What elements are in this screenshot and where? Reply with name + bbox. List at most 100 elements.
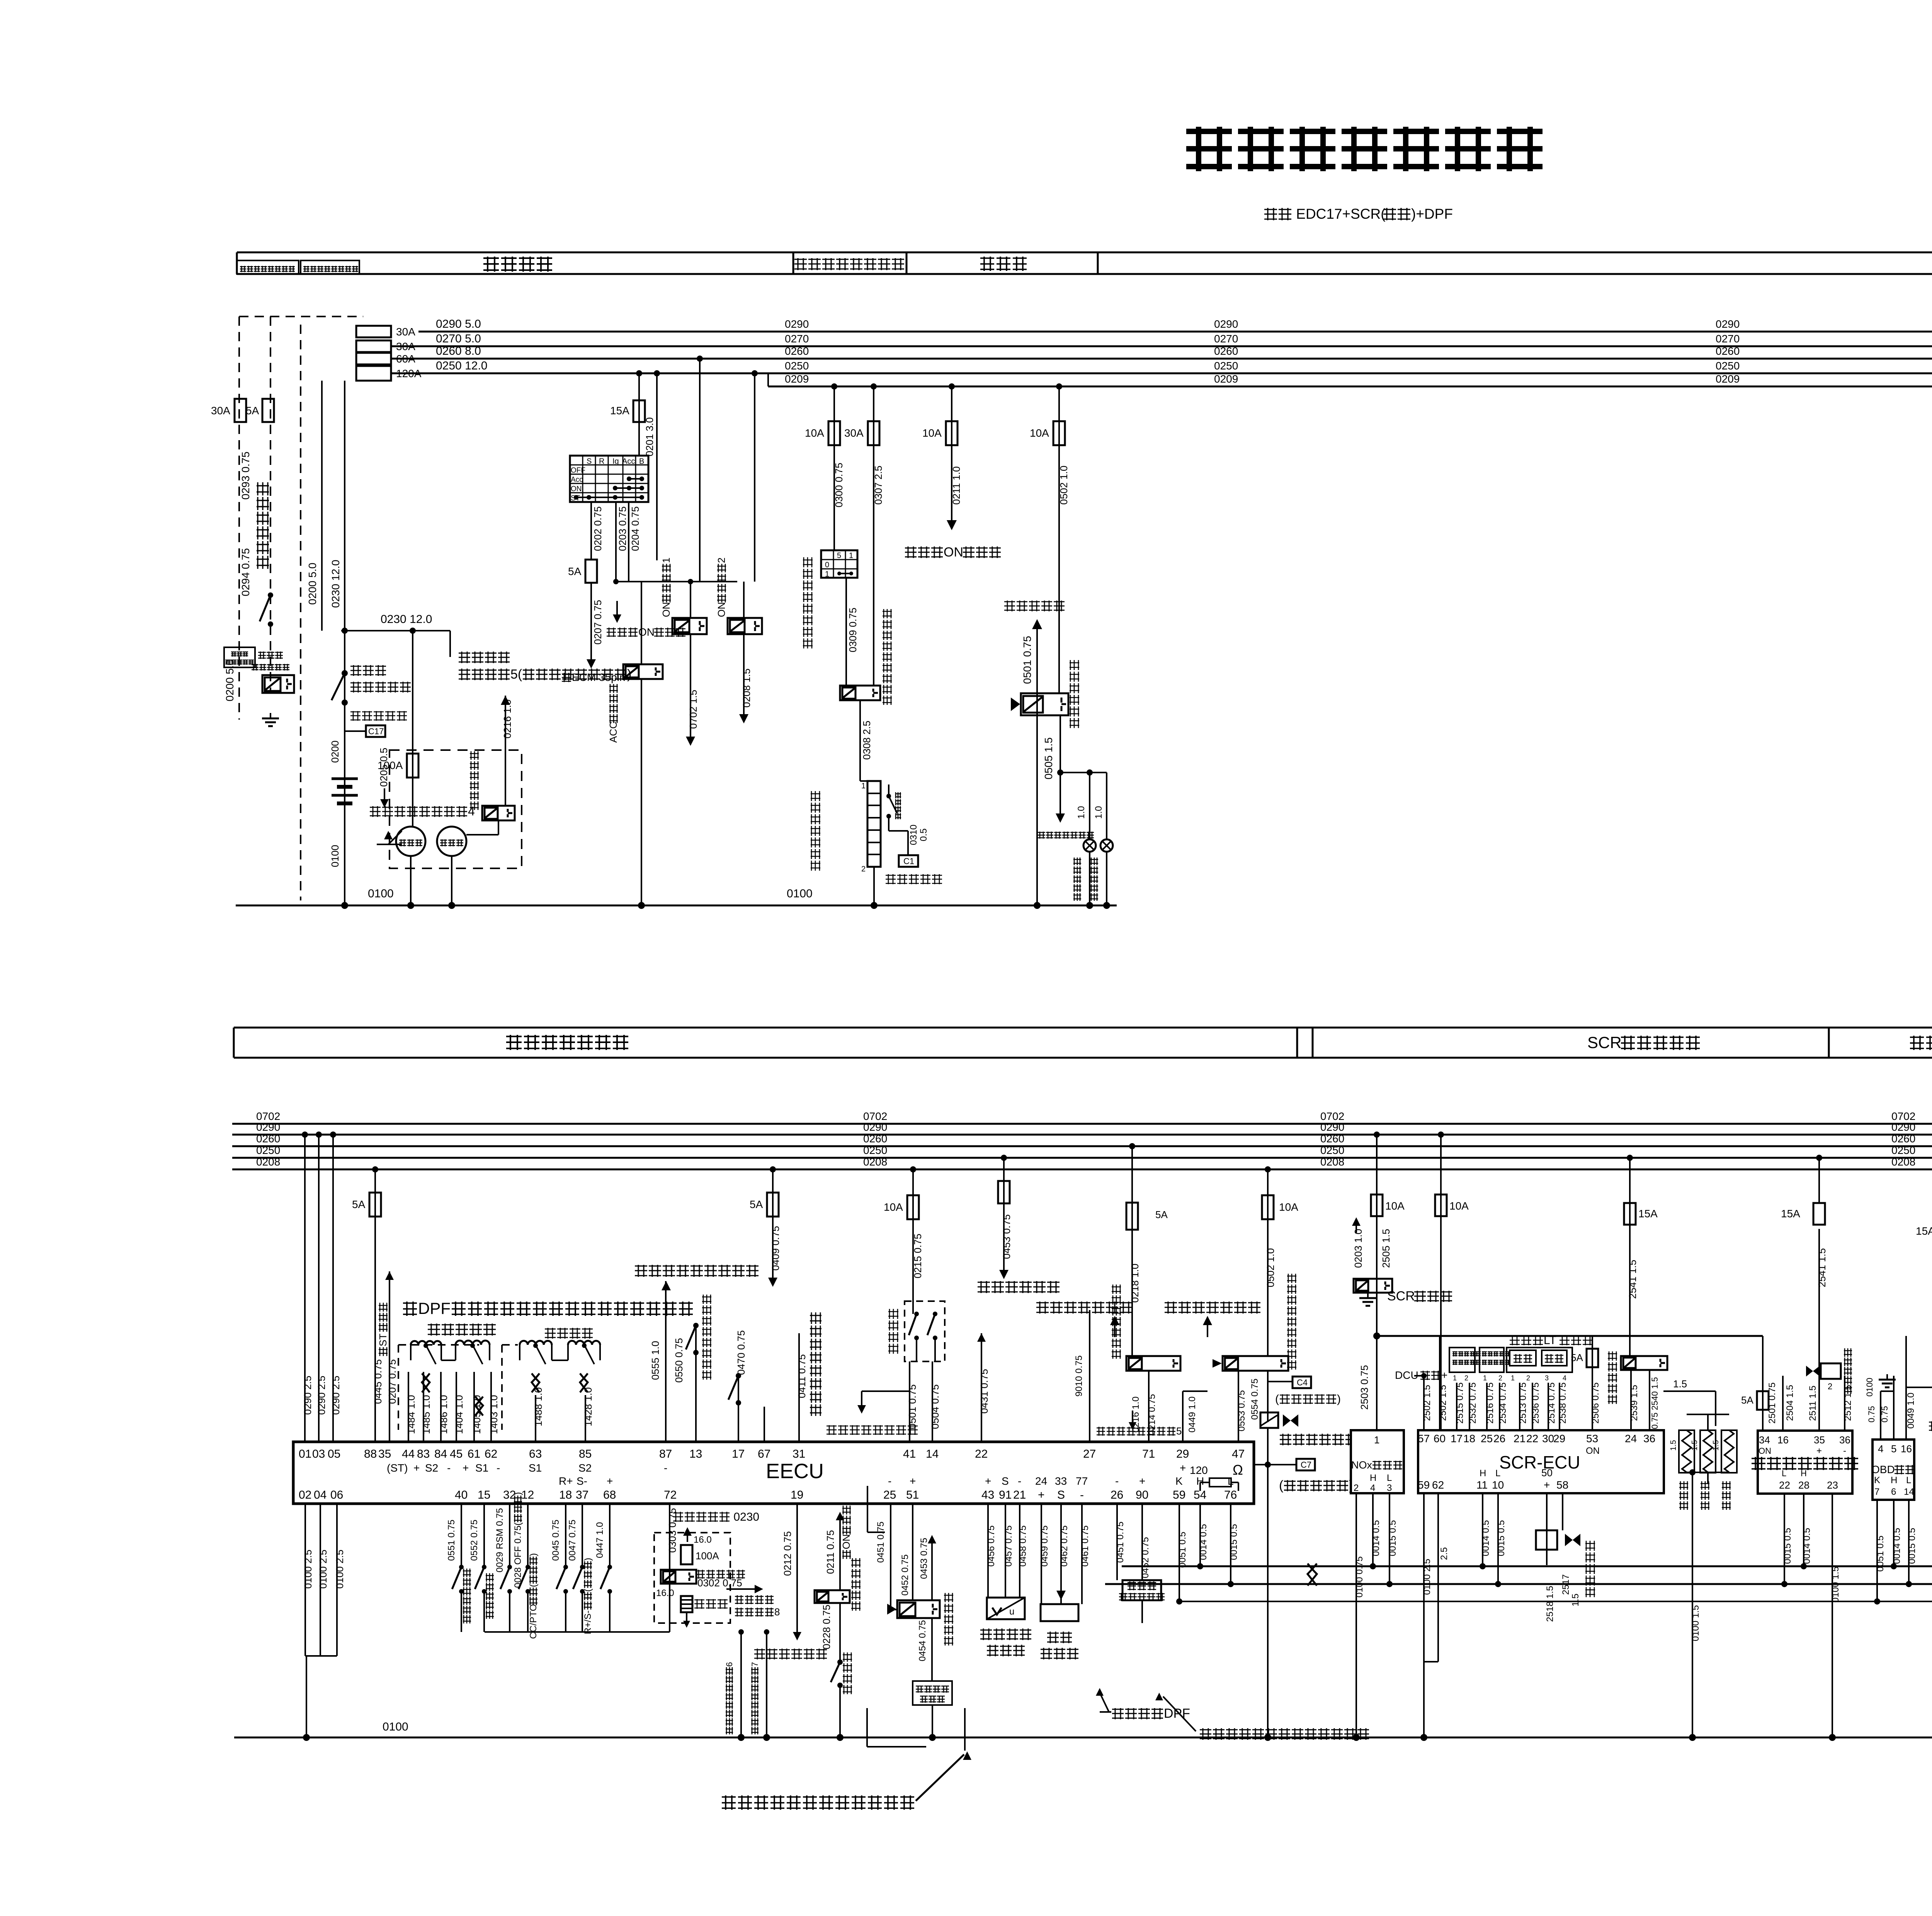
- svg-text:26: 26: [1493, 1433, 1505, 1445]
- svg-text:62: 62: [485, 1448, 497, 1460]
- svg-text:0209: 0209: [1716, 373, 1740, 385]
- svg-text:2536 0.75: 2536 0.75: [1531, 1382, 1541, 1424]
- svg-text:30A: 30A: [211, 405, 230, 417]
- svg-text:16: 16: [1901, 1443, 1912, 1455]
- svg-text:45: 45: [450, 1448, 463, 1460]
- svg-text:13: 13: [689, 1448, 702, 1460]
- svg-text:21: 21: [1514, 1433, 1526, 1445]
- svg-text:10A: 10A: [1385, 1200, 1405, 1212]
- svg-text:0250: 0250: [1716, 360, 1740, 372]
- svg-text:0452 0.75: 0452 0.75: [1140, 1537, 1151, 1578]
- svg-text:3: 3: [1387, 1483, 1392, 1493]
- svg-text:90: 90: [1136, 1489, 1148, 1501]
- svg-text:27: 27: [1083, 1448, 1096, 1460]
- svg-text:-: -: [497, 1462, 500, 1474]
- svg-text:(: (: [583, 1589, 593, 1592]
- svg-text:2534 0.75: 2534 0.75: [1498, 1382, 1508, 1424]
- svg-text:2: 2: [1464, 1374, 1468, 1382]
- svg-text:0015 0.5: 0015 0.5: [1782, 1528, 1793, 1564]
- svg-text:2503 0.75: 2503 0.75: [1359, 1365, 1370, 1410]
- svg-text:0270: 0270: [1716, 333, 1740, 345]
- svg-text:02: 02: [299, 1489, 311, 1501]
- svg-text:0555 1.0: 0555 1.0: [650, 1341, 661, 1380]
- svg-text:0310: 0310: [908, 825, 919, 845]
- svg-text:+: +: [1139, 1475, 1145, 1487]
- svg-text:0208: 0208: [863, 1156, 887, 1168]
- svg-text:0270: 0270: [785, 333, 809, 345]
- svg-text:0212 0.75: 0212 0.75: [782, 1531, 793, 1576]
- svg-text:0431 0.75: 0431 0.75: [978, 1369, 990, 1414]
- svg-text:35: 35: [378, 1448, 391, 1460]
- svg-text:): ): [1337, 1393, 1341, 1406]
- svg-text:0100: 0100: [1865, 1378, 1874, 1397]
- svg-text:0470 0.75: 0470 0.75: [735, 1330, 747, 1375]
- svg-text:0215 0.75: 0215 0.75: [912, 1234, 923, 1278]
- svg-text:72: 72: [664, 1489, 677, 1501]
- svg-text:0045 0.75: 0045 0.75: [551, 1520, 561, 1561]
- svg-text:16.0: 16.0: [694, 1535, 712, 1545]
- svg-text:): ): [528, 1553, 539, 1556]
- svg-text:2.5: 2.5: [1439, 1547, 1449, 1560]
- svg-text:60: 60: [1434, 1433, 1446, 1445]
- svg-text:L: L: [1782, 1468, 1786, 1478]
- svg-text:2517: 2517: [1561, 1574, 1571, 1595]
- svg-text:-: -: [447, 1462, 451, 1474]
- svg-text:71: 71: [1142, 1448, 1155, 1460]
- svg-text:0100 0.75: 0100 0.75: [1354, 1556, 1365, 1598]
- svg-text:5A: 5A: [1741, 1394, 1753, 1406]
- svg-text:-: -: [1080, 1489, 1084, 1501]
- svg-text:0208: 0208: [1891, 1156, 1915, 1168]
- svg-text:0290: 0290: [1214, 318, 1238, 330]
- svg-text:05: 05: [328, 1448, 340, 1460]
- svg-text:2505 1.5: 2505 1.5: [1380, 1229, 1392, 1268]
- svg-text:85: 85: [579, 1448, 592, 1460]
- svg-text:0290: 0290: [1891, 1121, 1915, 1133]
- svg-text:2: 2: [861, 865, 866, 873]
- svg-text:+: +: [413, 1462, 420, 1474]
- svg-text:10A: 10A: [1030, 427, 1049, 439]
- svg-text:1.5: 1.5: [1669, 1440, 1678, 1451]
- svg-text:5A: 5A: [750, 1198, 763, 1210]
- svg-text:30A: 30A: [844, 427, 864, 439]
- svg-text:0250: 0250: [863, 1144, 887, 1156]
- svg-text:15A: 15A: [1781, 1208, 1800, 1220]
- svg-text:R+/S-: R+/S-: [583, 1610, 593, 1634]
- svg-text:10A: 10A: [1279, 1201, 1298, 1213]
- svg-text:C17: C17: [368, 727, 384, 736]
- svg-text:0260: 0260: [1320, 1133, 1344, 1145]
- svg-text:L: L: [1495, 1468, 1500, 1479]
- svg-text:0250: 0250: [785, 360, 809, 372]
- svg-text:120A: 120A: [396, 368, 422, 379]
- svg-text:0409 0.75: 0409 0.75: [770, 1226, 781, 1271]
- svg-text:K: K: [1175, 1475, 1183, 1487]
- svg-text:DPF: DPF: [1164, 1706, 1190, 1721]
- svg-text:0260: 0260: [785, 345, 809, 357]
- svg-text:0449 1.0: 0449 1.0: [1187, 1397, 1197, 1433]
- svg-text:0200 5.0: 0200 5.0: [306, 563, 318, 605]
- svg-text:0702: 0702: [863, 1110, 887, 1122]
- svg-text:SCR: SCR: [1387, 1289, 1415, 1303]
- svg-text:2516 0.75: 2516 0.75: [1485, 1382, 1495, 1424]
- svg-text:1484 1.0: 1484 1.0: [405, 1395, 417, 1434]
- svg-text:32: 32: [503, 1489, 516, 1501]
- svg-text:0307 2.5: 0307 2.5: [872, 466, 884, 505]
- svg-text:0207 0.75: 0207 0.75: [592, 600, 604, 645]
- svg-text:87: 87: [659, 1448, 672, 1460]
- svg-text:0250: 0250: [1214, 360, 1238, 372]
- svg-text:17: 17: [1451, 1433, 1463, 1445]
- svg-text:0294 0.75: 0294 0.75: [240, 548, 252, 596]
- svg-text:0211 0.75: 0211 0.75: [825, 1530, 836, 1574]
- svg-text:1403 1.0: 1403 1.0: [488, 1395, 500, 1434]
- svg-text:5: 5: [1891, 1443, 1896, 1455]
- svg-text:10A: 10A: [1449, 1200, 1469, 1212]
- svg-text:15A: 15A: [1638, 1208, 1658, 1220]
- svg-text:0702 1.5: 0702 1.5: [687, 690, 699, 729]
- svg-text:62: 62: [1432, 1479, 1444, 1491]
- svg-text:5A: 5A: [352, 1198, 366, 1210]
- svg-text:15A: 15A: [1916, 1225, 1932, 1237]
- svg-text:1: 1: [861, 782, 866, 790]
- svg-text:5A: 5A: [568, 565, 582, 577]
- svg-text:14: 14: [1904, 1487, 1914, 1497]
- svg-text:22: 22: [1526, 1433, 1538, 1445]
- svg-text:S-: S-: [577, 1475, 587, 1487]
